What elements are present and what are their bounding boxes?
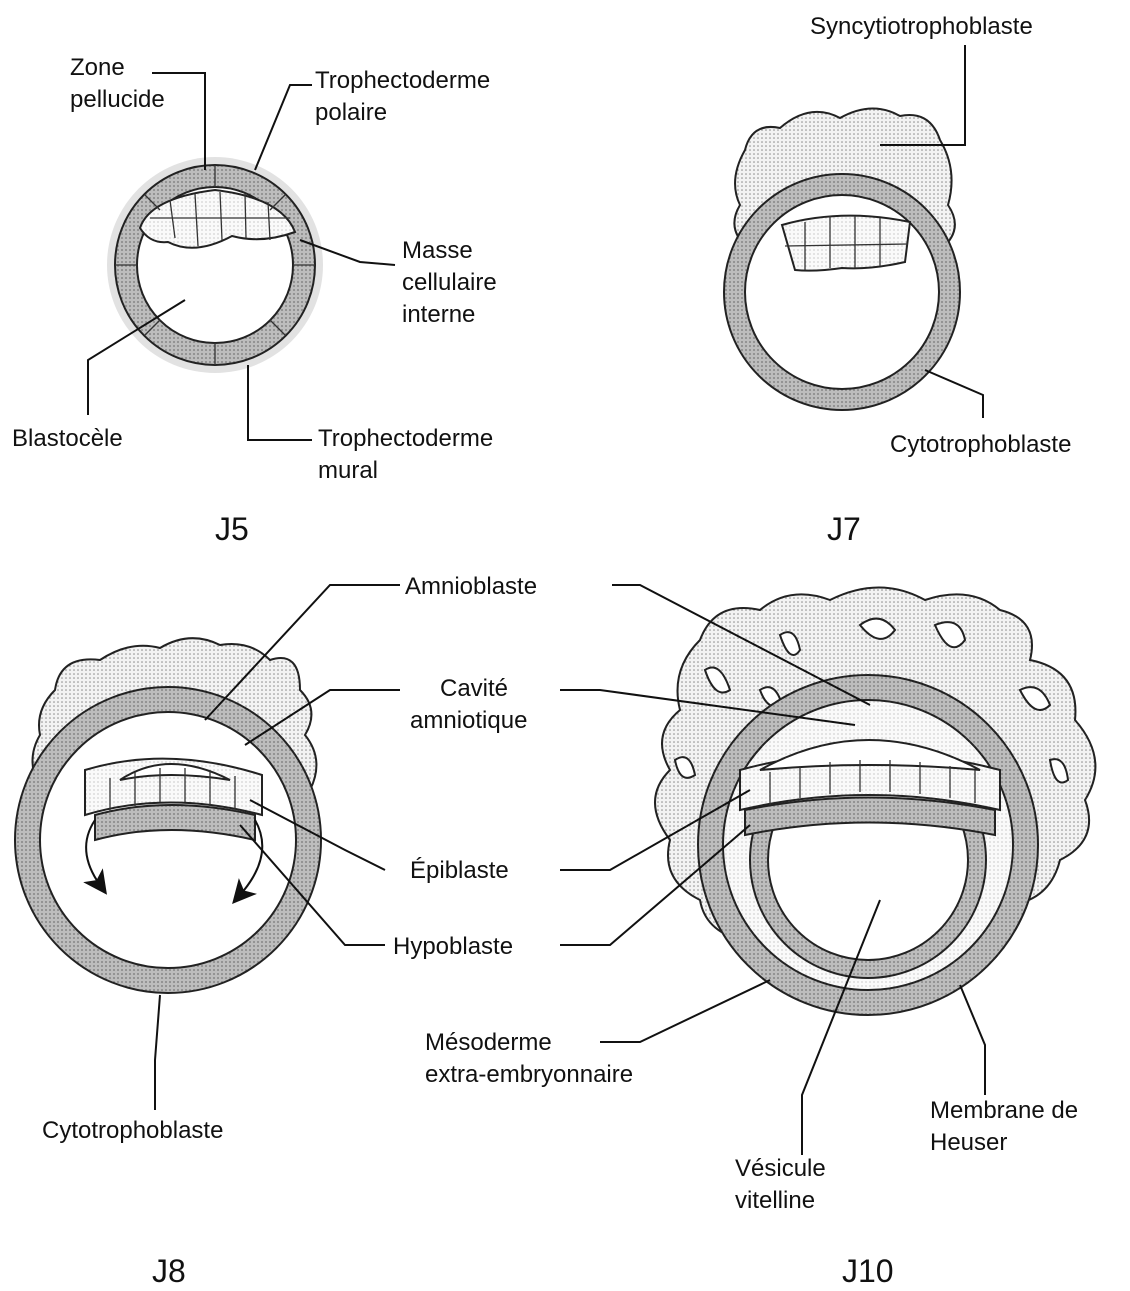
- embryo-j10: [655, 588, 1095, 1016]
- label-amnioblaste: Amnioblaste: [405, 573, 537, 600]
- label-cavite-amniotique: Cavité amniotique: [410, 675, 527, 734]
- stage-label-j7: J7: [827, 511, 861, 547]
- leader-mesoderme: [600, 980, 770, 1042]
- label-trophectoderme-mural: Trophectoderme mural: [318, 425, 500, 484]
- label-blastocele: Blastocèle: [12, 425, 123, 452]
- label-hypoblaste: Hypoblaste: [393, 933, 513, 960]
- embryo-j7: [724, 108, 960, 410]
- leader-cytotrophoblaste-j7: [925, 370, 983, 418]
- label-mesoderme-extra-embryonnaire: Mésoderme extra-embryonnaire: [425, 1029, 633, 1088]
- embryo-j8: [15, 638, 321, 993]
- stage-label-j8: J8: [152, 1253, 186, 1289]
- label-syncytiotrophoblaste: Syncytiotrophoblaste: [810, 13, 1033, 40]
- leader-membrane-heuser: [960, 985, 985, 1095]
- label-epiblaste: Épiblaste: [410, 857, 509, 884]
- j7-inner-cell-mass: [782, 216, 910, 271]
- label-vesicule-vitelline: Vésicule vitelline: [735, 1155, 832, 1214]
- j8-blastocoel: [40, 712, 296, 968]
- label-cytotrophoblaste-j8: Cytotrophoblaste: [42, 1117, 223, 1144]
- label-zone-pellucide: Zone pellucide: [70, 54, 165, 113]
- label-cytotrophoblaste-j7: Cytotrophoblaste: [890, 431, 1071, 458]
- label-trophectoderme-polaire: Trophectoderme polaire: [315, 67, 497, 126]
- stage-label-j10: J10: [842, 1253, 894, 1289]
- stage-label-j5: J5: [215, 511, 249, 547]
- blastocyst-j5: [107, 157, 323, 373]
- label-masse-cellulaire-interne: Masse cellulaire interne: [402, 237, 503, 328]
- leader-trophectoderme-polaire: [255, 85, 312, 170]
- leader-cytotrophoblaste-j8: [155, 995, 160, 1110]
- label-membrane-de-heuser: Membrane de Heuser: [930, 1097, 1085, 1156]
- leader-trophectoderme-mural: [248, 365, 312, 440]
